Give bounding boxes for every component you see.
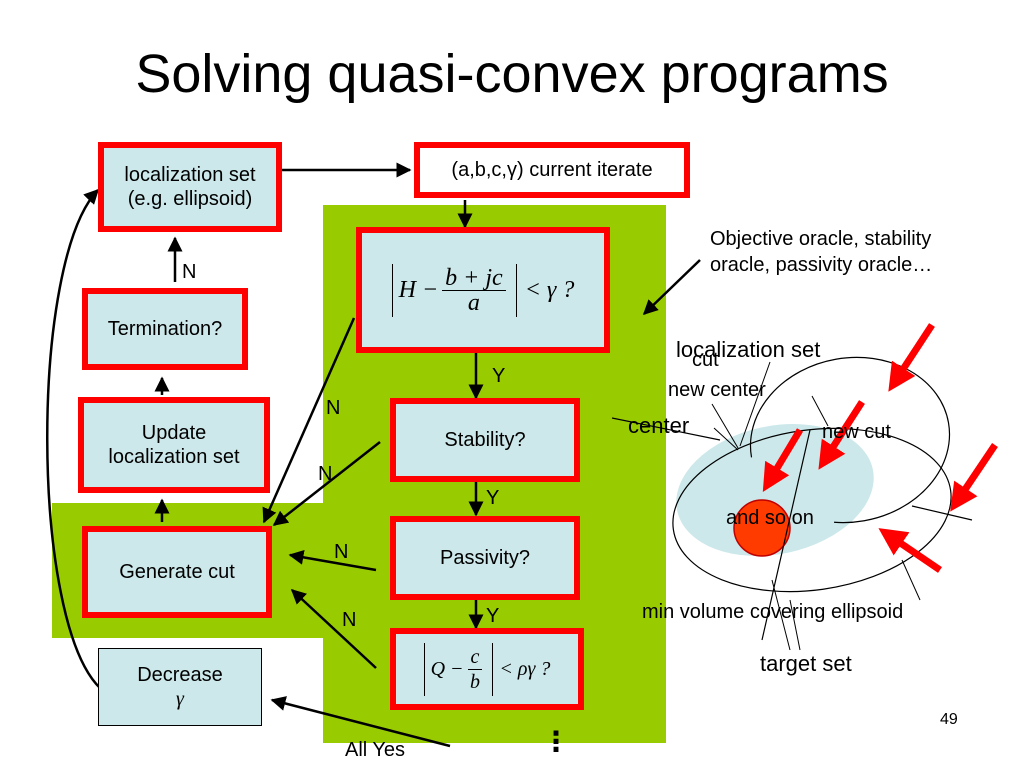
illus-cut: cut [692, 349, 719, 371]
label-all-yes: All Yes [345, 739, 406, 761]
page-number: 49 [940, 711, 958, 728]
label-y-cond1: Y [492, 365, 506, 387]
localization-set-box: localization set(e.g. ellipsoid) [98, 142, 282, 232]
red-arrow-3 [762, 428, 804, 493]
illus-localization-set: localization set [676, 337, 821, 362]
cut-line [761, 429, 811, 641]
red-arrow-5 [878, 528, 942, 573]
leader-cut [739, 361, 771, 447]
label-n-cond1: N [326, 397, 341, 419]
arrow-stability-n [272, 441, 381, 526]
label-continuation-dots: ⋮ [542, 726, 570, 757]
red-arrow-4 [950, 443, 998, 512]
red-arrow-1 [888, 323, 935, 392]
arrow-cond1-n [262, 317, 356, 524]
arrow-loop-back [46, 188, 101, 689]
arrow-oracle-note [642, 259, 701, 316]
new-ellipse-arc [749, 356, 951, 524]
leader-min-volume [901, 559, 921, 601]
illus-target-set: target set [760, 651, 852, 676]
arrow-cond2-n [290, 588, 377, 669]
oracle-note: Objective oracle, stability oracle, pass… [710, 228, 933, 276]
arrow-passivity-n [288, 549, 377, 572]
label-y-stability: Y [486, 487, 500, 509]
passivity-box: Passivity? [390, 516, 580, 600]
illus-min-volume: min volume covering ellipsoid [642, 601, 904, 623]
slide-title: Solving quasi-convex programs [135, 44, 889, 104]
label-n-stability: N [318, 463, 333, 485]
extra-cut-line [911, 505, 973, 521]
label-n-termination: N [182, 261, 197, 283]
illus-new-center: new center [668, 379, 766, 401]
label-y-passivity: Y [486, 605, 500, 627]
generate-cut-box: Generate cut [82, 526, 272, 618]
label-n-passivity: N [334, 541, 349, 563]
stability-box: Stability? [390, 398, 580, 482]
leader-target-2 [789, 599, 801, 651]
new-cut-line [611, 417, 721, 441]
leader-new-center [711, 403, 739, 449]
leader-target-1 [771, 579, 791, 651]
label-n-cond2: N [342, 609, 357, 631]
current-iterate-box: (a,b,c,γ) current iterate [414, 142, 690, 198]
red-arrow-2 [818, 400, 865, 470]
illus-and-so-on: and so on [726, 507, 814, 529]
termination-box: Termination? [82, 288, 248, 370]
illus-center: center [628, 413, 690, 438]
arrow-allyes-to-decrease [270, 696, 451, 748]
target-set [733, 499, 791, 557]
leader-center [713, 427, 739, 451]
leader-new-cut [811, 395, 829, 427]
illus-new-cut: new cut [822, 421, 891, 443]
